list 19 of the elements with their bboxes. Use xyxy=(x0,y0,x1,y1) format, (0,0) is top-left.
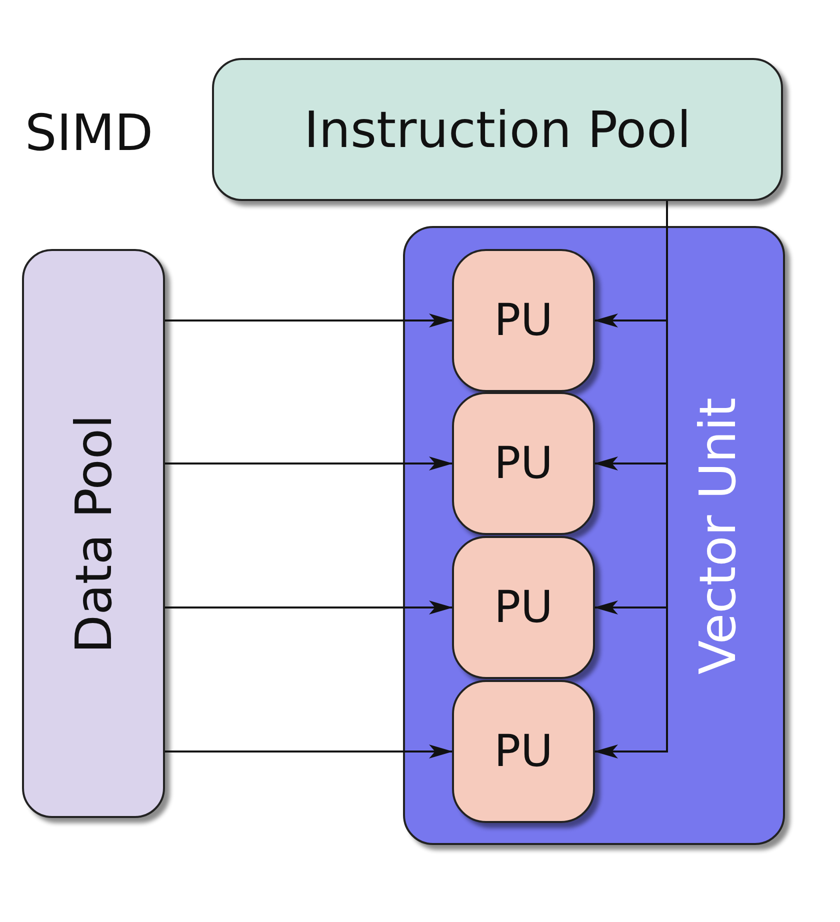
node-label: PU xyxy=(494,730,553,774)
node-label: Data Pool xyxy=(68,414,118,653)
arrow xyxy=(165,744,453,758)
node-label: PU xyxy=(494,298,553,342)
processing-unit-box xyxy=(452,680,595,823)
processing-unit-box xyxy=(452,536,595,679)
diagram-title: SIMD xyxy=(25,108,154,158)
arrow xyxy=(165,600,453,614)
instruction-pool-box xyxy=(212,58,783,201)
node-label: PU xyxy=(494,586,553,630)
data-pool-box xyxy=(22,249,165,818)
processing-unit-box xyxy=(452,249,595,392)
vector-unit-box xyxy=(403,226,785,845)
node-label: Instruction Pool xyxy=(304,104,691,154)
processing-unit-box xyxy=(452,392,595,535)
node-label: Vector Unit xyxy=(693,397,743,674)
arrow xyxy=(165,314,453,328)
arrow xyxy=(165,456,453,470)
node-label: PU xyxy=(494,442,553,486)
